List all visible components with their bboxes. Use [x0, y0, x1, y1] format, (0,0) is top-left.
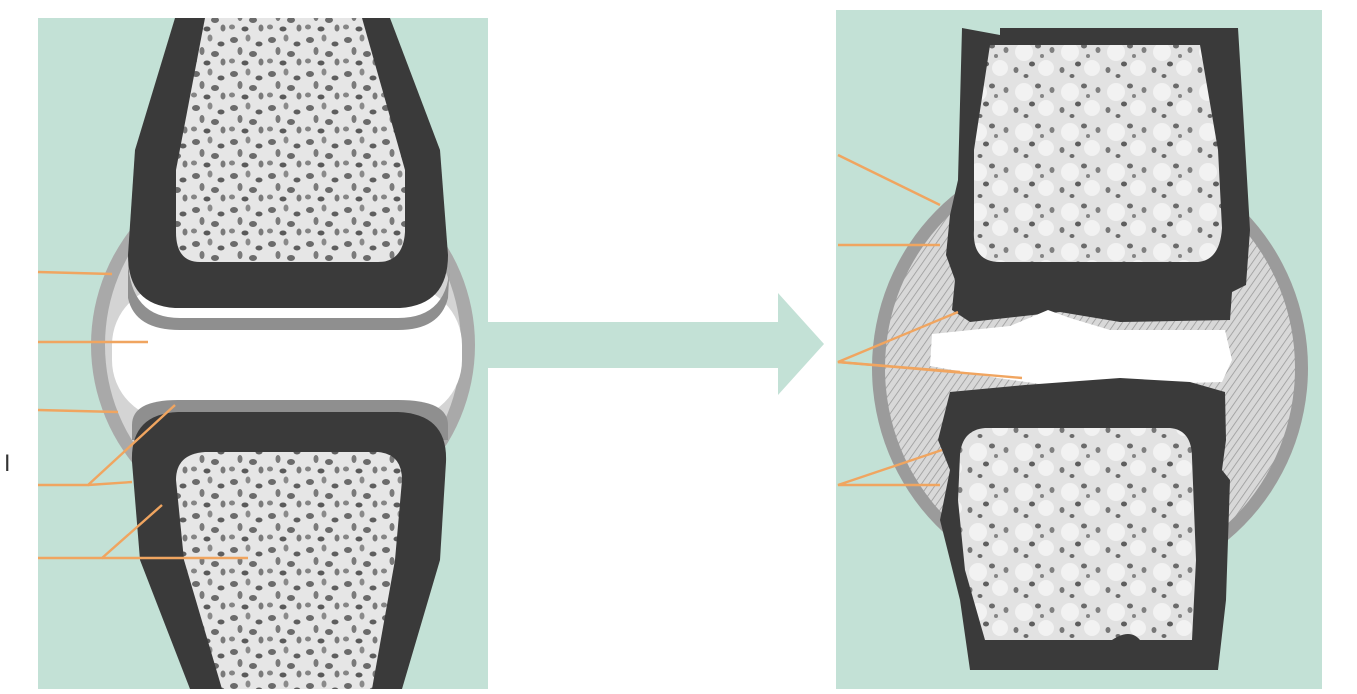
upper-bone-marrow — [176, 18, 405, 262]
stray-mark: I — [4, 452, 11, 477]
upper-bone-marrow — [974, 45, 1222, 262]
lower-bone-marrow — [958, 428, 1196, 640]
arthritic-joint-panel — [836, 10, 1322, 689]
transition-arrow — [488, 293, 824, 395]
healthy-joint-panel — [38, 18, 488, 689]
